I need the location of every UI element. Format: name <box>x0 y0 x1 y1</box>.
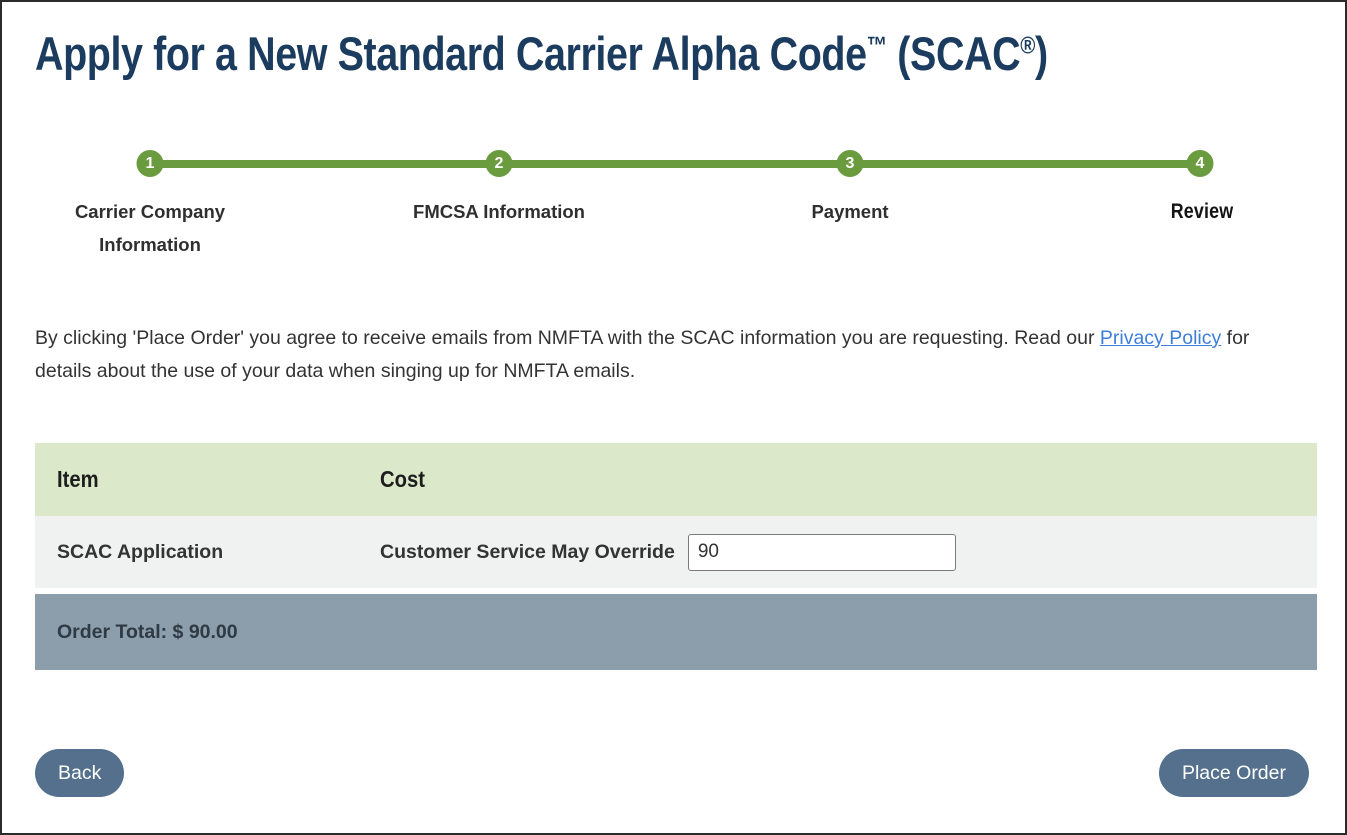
page-title-main: Apply for a New Standard Carrier Alpha C… <box>35 27 867 80</box>
stepper-line <box>150 160 1200 168</box>
item-name: SCAC Application <box>57 540 224 563</box>
step-4-number: 4 <box>1195 154 1205 172</box>
page-title-mid: (SCAC <box>886 27 1021 80</box>
order-table-header: Item Cost <box>35 443 1317 516</box>
order-total-row: Order Total: $ 90.00 <box>35 594 1317 670</box>
step-3-number: 3 <box>845 154 855 172</box>
item-column-header-cell: Item <box>35 466 380 493</box>
order-total-text: Order Total: $ 90.00 <box>57 620 238 643</box>
step-1-circle: 1 <box>136 150 164 177</box>
page-title-end: ) <box>1034 27 1048 80</box>
cost-override-label: Customer Service May Override <box>380 540 675 563</box>
step-2-circle: 2 <box>485 150 513 177</box>
cost-input[interactable] <box>687 533 956 571</box>
cost-column-header: Cost <box>380 466 425 492</box>
privacy-policy-link[interactable]: Privacy Policy <box>1099 327 1222 349</box>
step-4-label-text: Review <box>1170 200 1234 223</box>
page-title: Apply for a New Standard Carrier Alpha C… <box>35 26 1048 81</box>
trademark-symbol: ™ <box>866 32 888 60</box>
step-2-label: FMCSA Information <box>413 201 585 222</box>
step-3-circle: 3 <box>836 150 864 177</box>
place-order-button[interactable]: Place Order <box>1158 749 1309 797</box>
item-column-header: Item <box>57 466 99 492</box>
back-button[interactable]: Back <box>35 749 125 797</box>
step-2-number: 2 <box>494 154 504 172</box>
step-1-number: 1 <box>145 154 155 172</box>
order-table: Item Cost SCAC Application Customer Serv… <box>35 443 1317 670</box>
step-4-circle: 4 <box>1186 150 1214 177</box>
cost-column-header-cell: Cost <box>380 466 1317 493</box>
step-4-label: Review <box>1165 195 1239 228</box>
step-3-label: Payment <box>811 201 889 222</box>
cost-cell: Customer Service May Override <box>380 533 1317 571</box>
registered-symbol: ® <box>1020 32 1035 60</box>
agreement-before-link: By clicking 'Place Order' you agree to r… <box>35 327 1100 349</box>
step-1-label: Carrier Company Information <box>74 201 226 255</box>
order-table-row: SCAC Application Customer Service May Ov… <box>35 516 1317 588</box>
agreement-text: By clicking 'Place Order' you agree to r… <box>35 322 1289 388</box>
agreement-after-link: for details about the use of your data w… <box>35 327 1250 382</box>
